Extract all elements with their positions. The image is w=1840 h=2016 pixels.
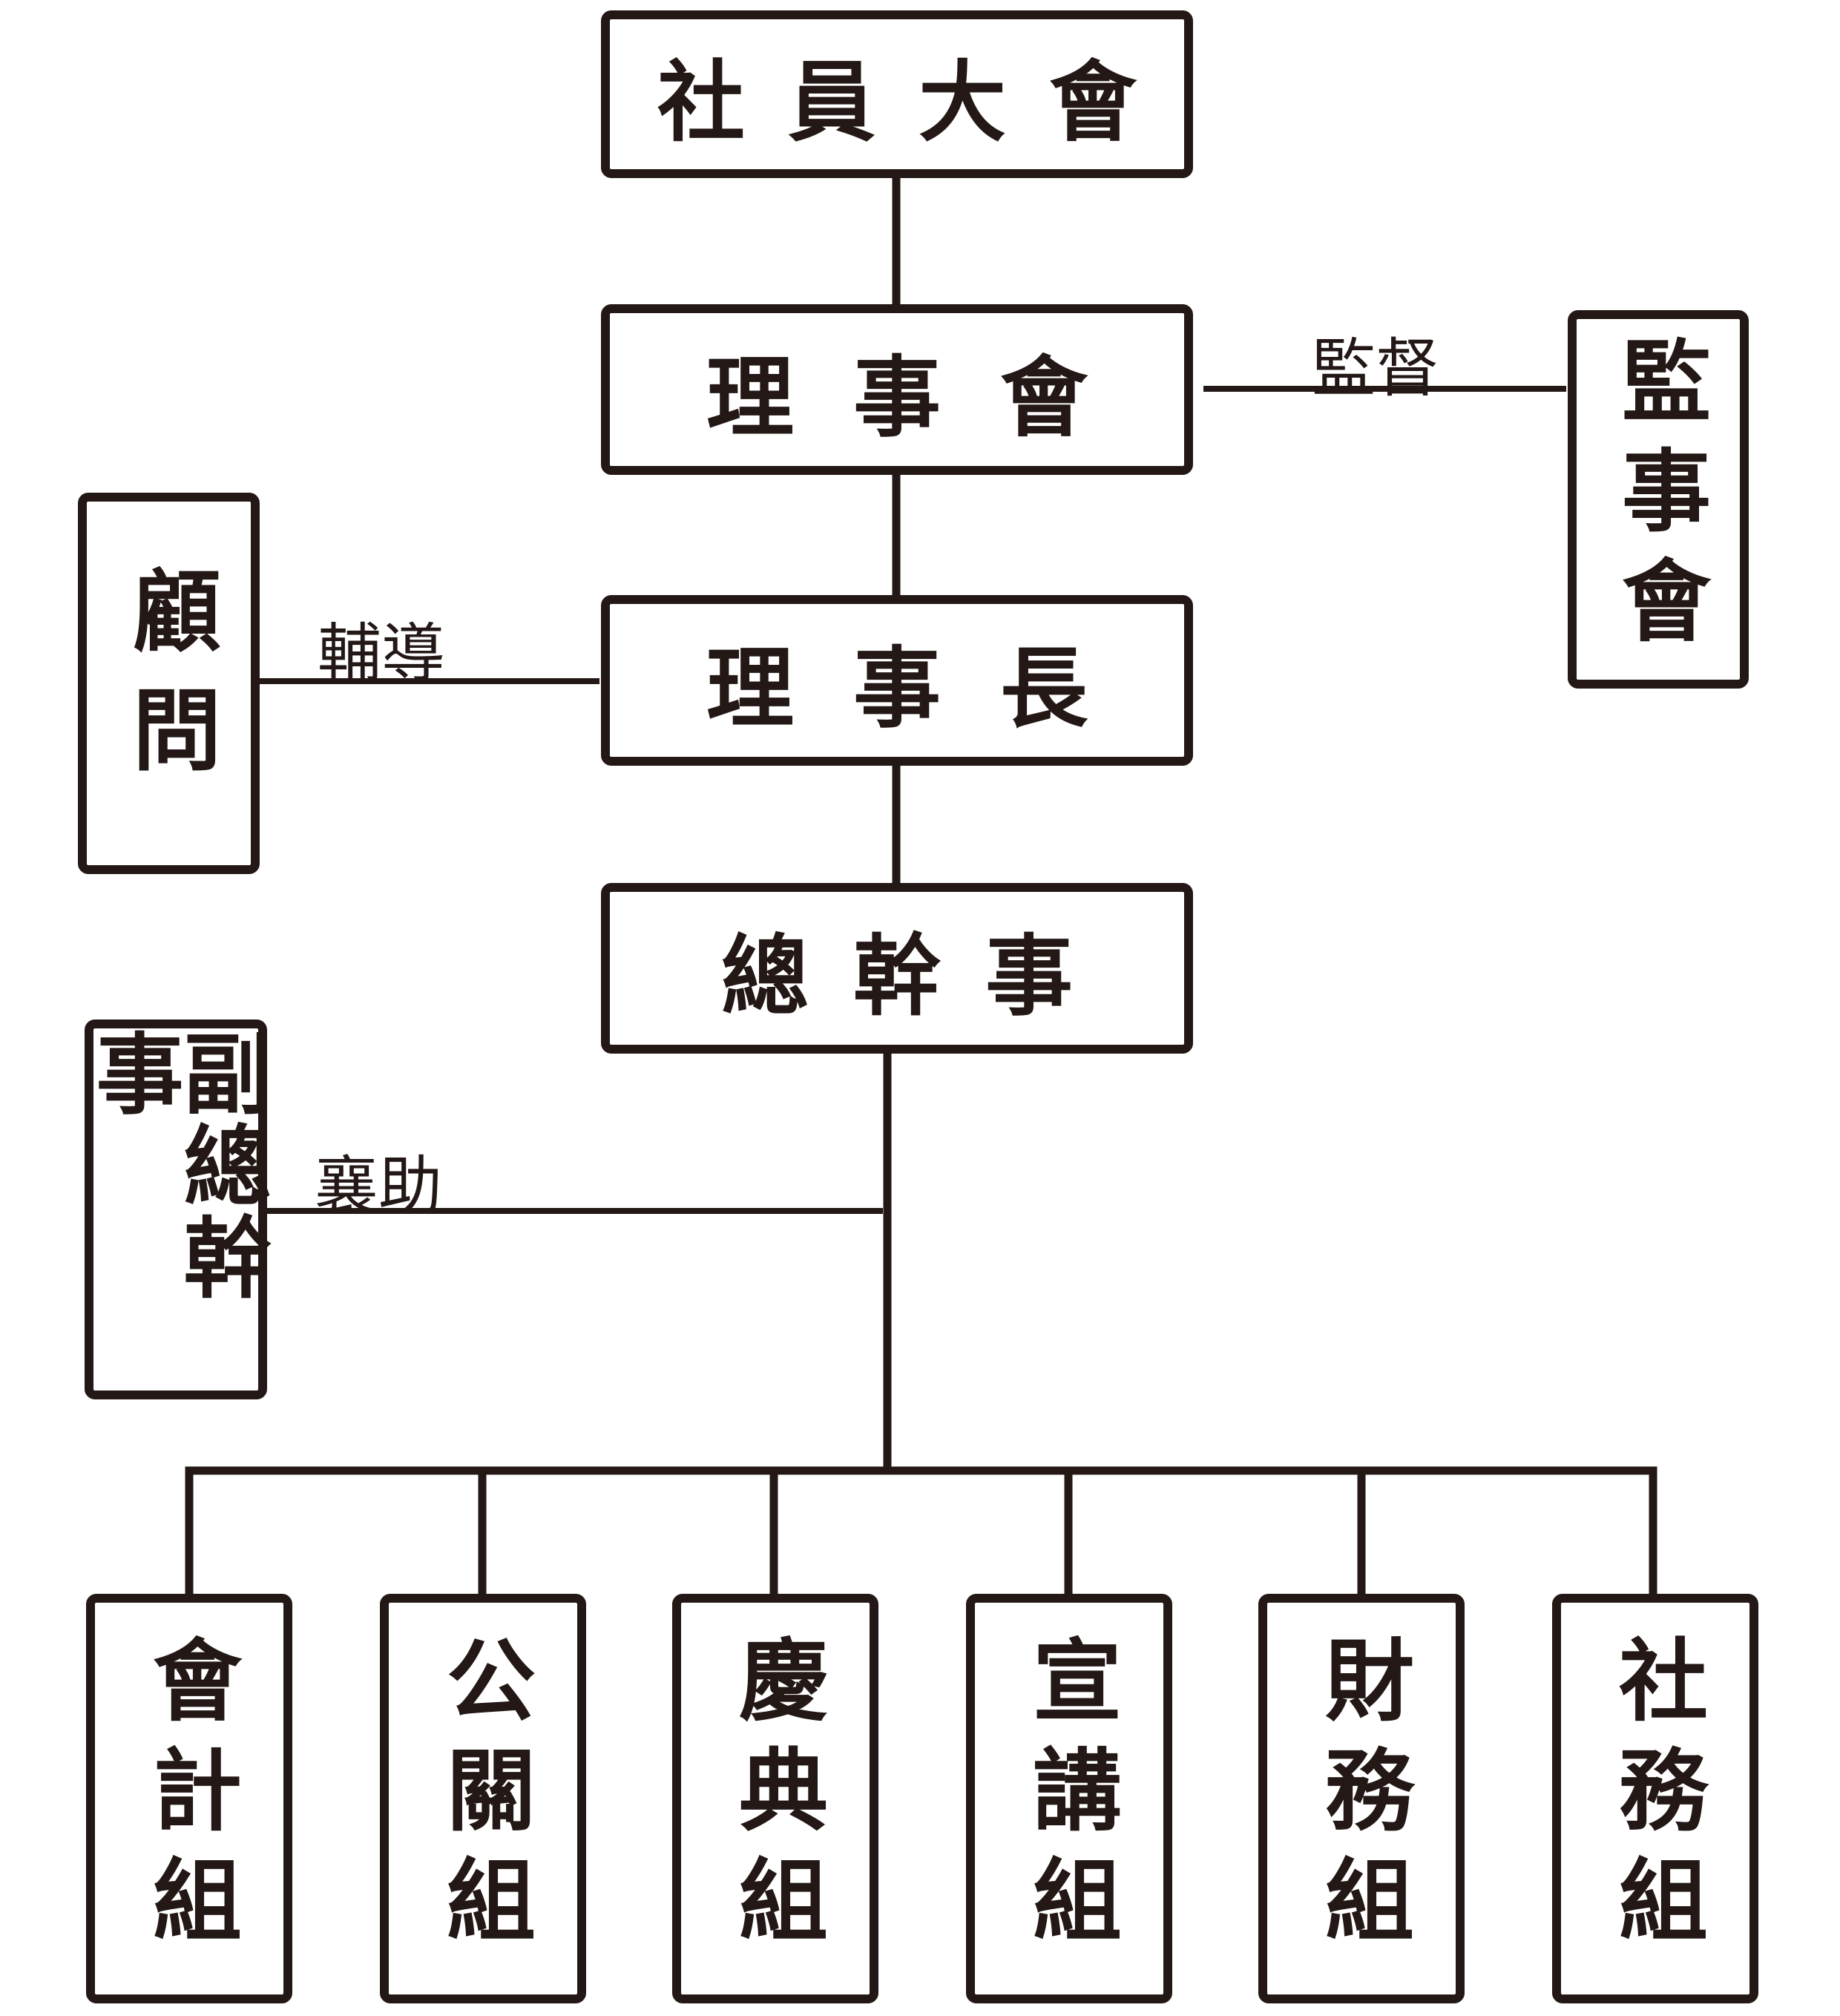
general-assembly-box: 社員大會 (601, 10, 1193, 178)
board-label: 理事會 (706, 345, 1147, 449)
deputy-secretary-general-box: 副總幹事 (81, 1020, 272, 1399)
secretary-general-label: 總幹事 (720, 924, 1117, 1028)
supervise-label: 監督 (1312, 332, 1439, 406)
group-label-public-relations: 公關組 (431, 1634, 536, 1963)
advisor-box: 顧問 (78, 493, 260, 874)
supervisors-box: 監事會 (1568, 310, 1749, 689)
chairman-label: 理事長 (706, 636, 1147, 740)
chairman-box: 理事長 (601, 595, 1193, 766)
board-box: 理事會 (601, 304, 1193, 475)
guide-label: 輔導 (318, 617, 445, 691)
group-box-preaching: 宣講組 (966, 1594, 1172, 2003)
group-label-preaching: 宣講組 (1017, 1634, 1122, 1963)
group-label-ceremony: 慶典組 (723, 1634, 828, 1963)
group-box-ceremony: 慶典組 (672, 1594, 878, 2003)
general-assembly-label: 社員大會 (657, 50, 1180, 154)
group-label-society-affairs: 社務組 (1603, 1634, 1708, 1963)
assist-label: 襄助 (315, 1149, 442, 1224)
group-box-finance: 財務組 (1258, 1594, 1465, 2003)
group-label-accounting: 會計組 (137, 1634, 242, 1963)
supervisors-label: 監事會 (1606, 335, 1711, 664)
deputy-secretary-general-label: 副總幹事 (81, 1028, 272, 1304)
group-label-finance: 財務組 (1310, 1634, 1414, 1963)
secretary-general-box: 總幹事 (601, 883, 1193, 1054)
advisor-label: 顧問 (116, 565, 222, 802)
group-box-accounting: 會計組 (86, 1594, 292, 2003)
group-box-society-affairs: 社務組 (1552, 1594, 1758, 2003)
group-box-public-relations: 公關組 (380, 1594, 586, 2003)
